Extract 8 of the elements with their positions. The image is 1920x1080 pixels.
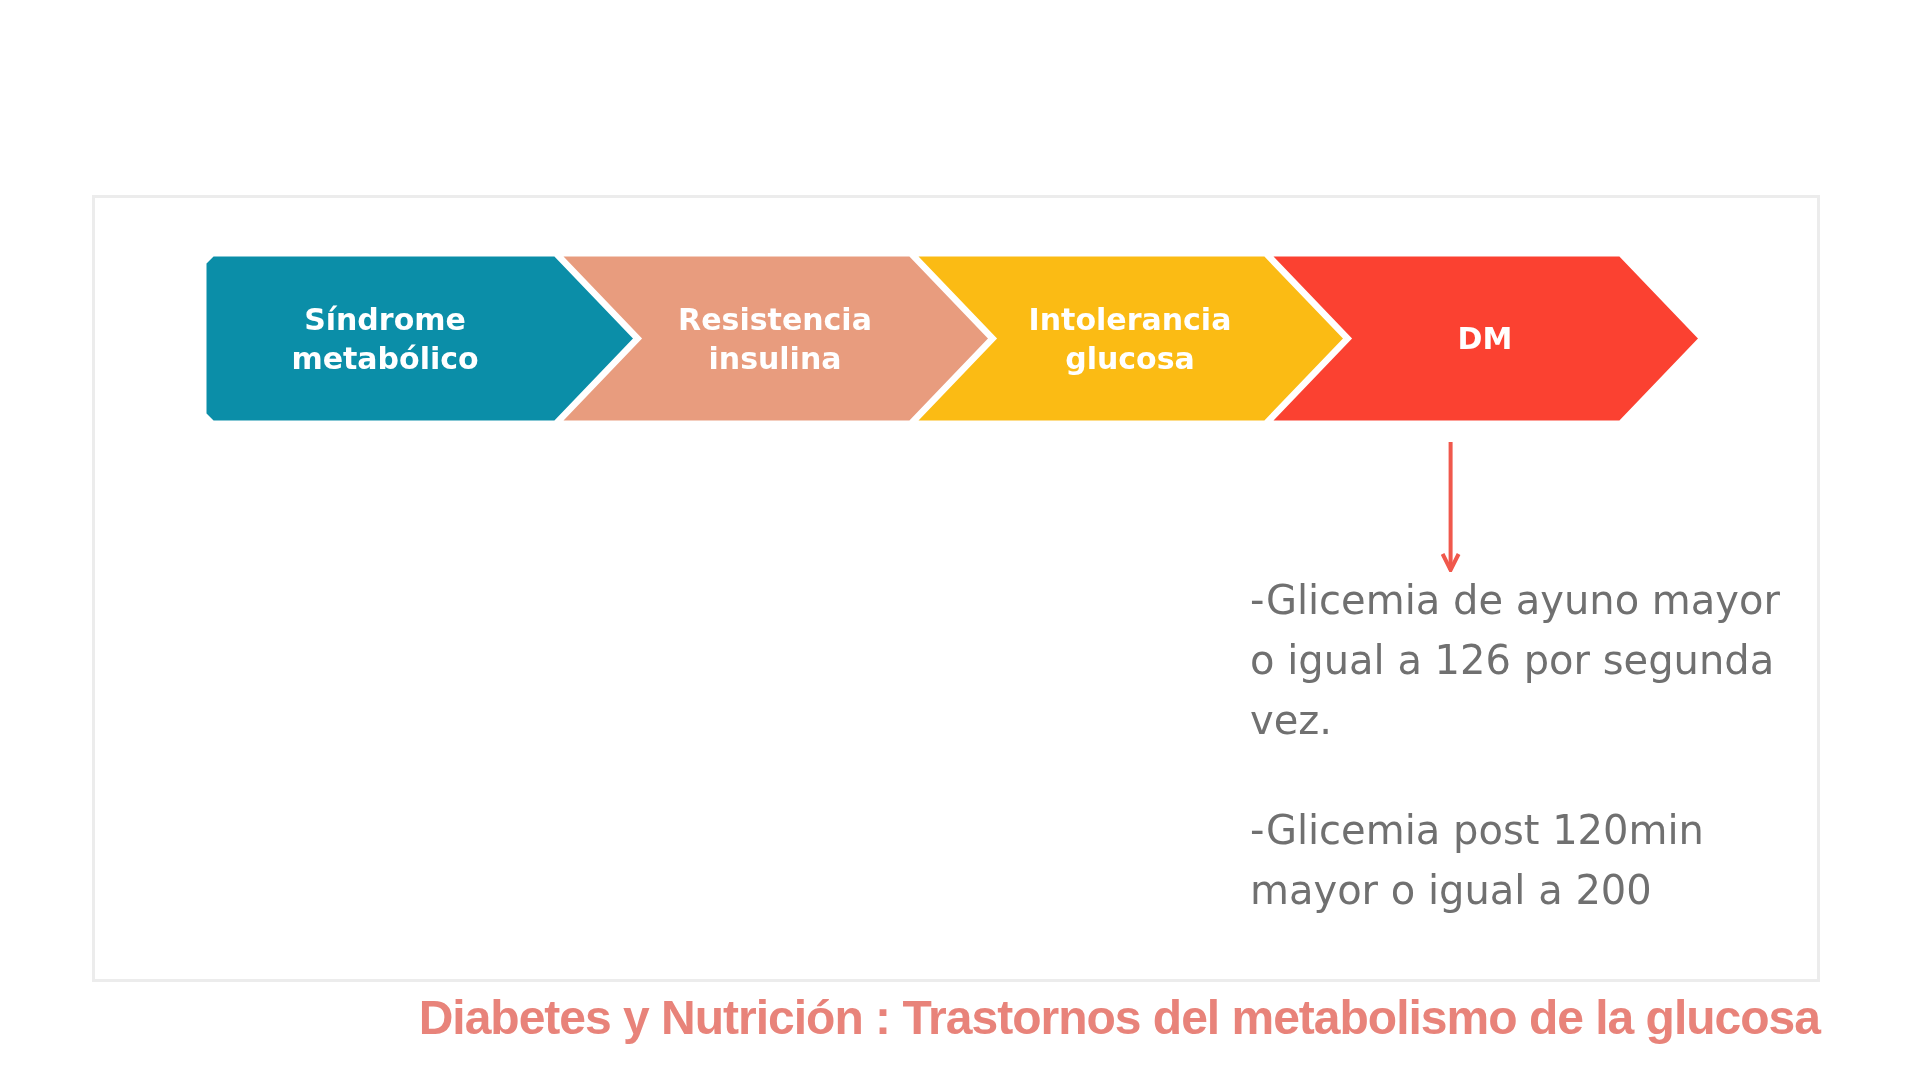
- step-label: Resistencia insulina: [677, 300, 873, 378]
- step-label: Intolerancia glucosa: [1027, 300, 1233, 378]
- caption: Diabetes y Nutrición : Trastornos del metabolismo de la glucosa: [417, 990, 1820, 1045]
- criteria-text: -Glicemia de ayuno mayor o igual a 126 por segunda vez.: [1250, 576, 1781, 745]
- arrow: [1440, 442, 1461, 572]
- step-label: Síndrome metabólico: [290, 300, 480, 378]
- step-label: DM: [1457, 320, 1513, 358]
- criteria-text: -Glicemia post 120min mayor o igual a 200: [1250, 806, 1705, 915]
